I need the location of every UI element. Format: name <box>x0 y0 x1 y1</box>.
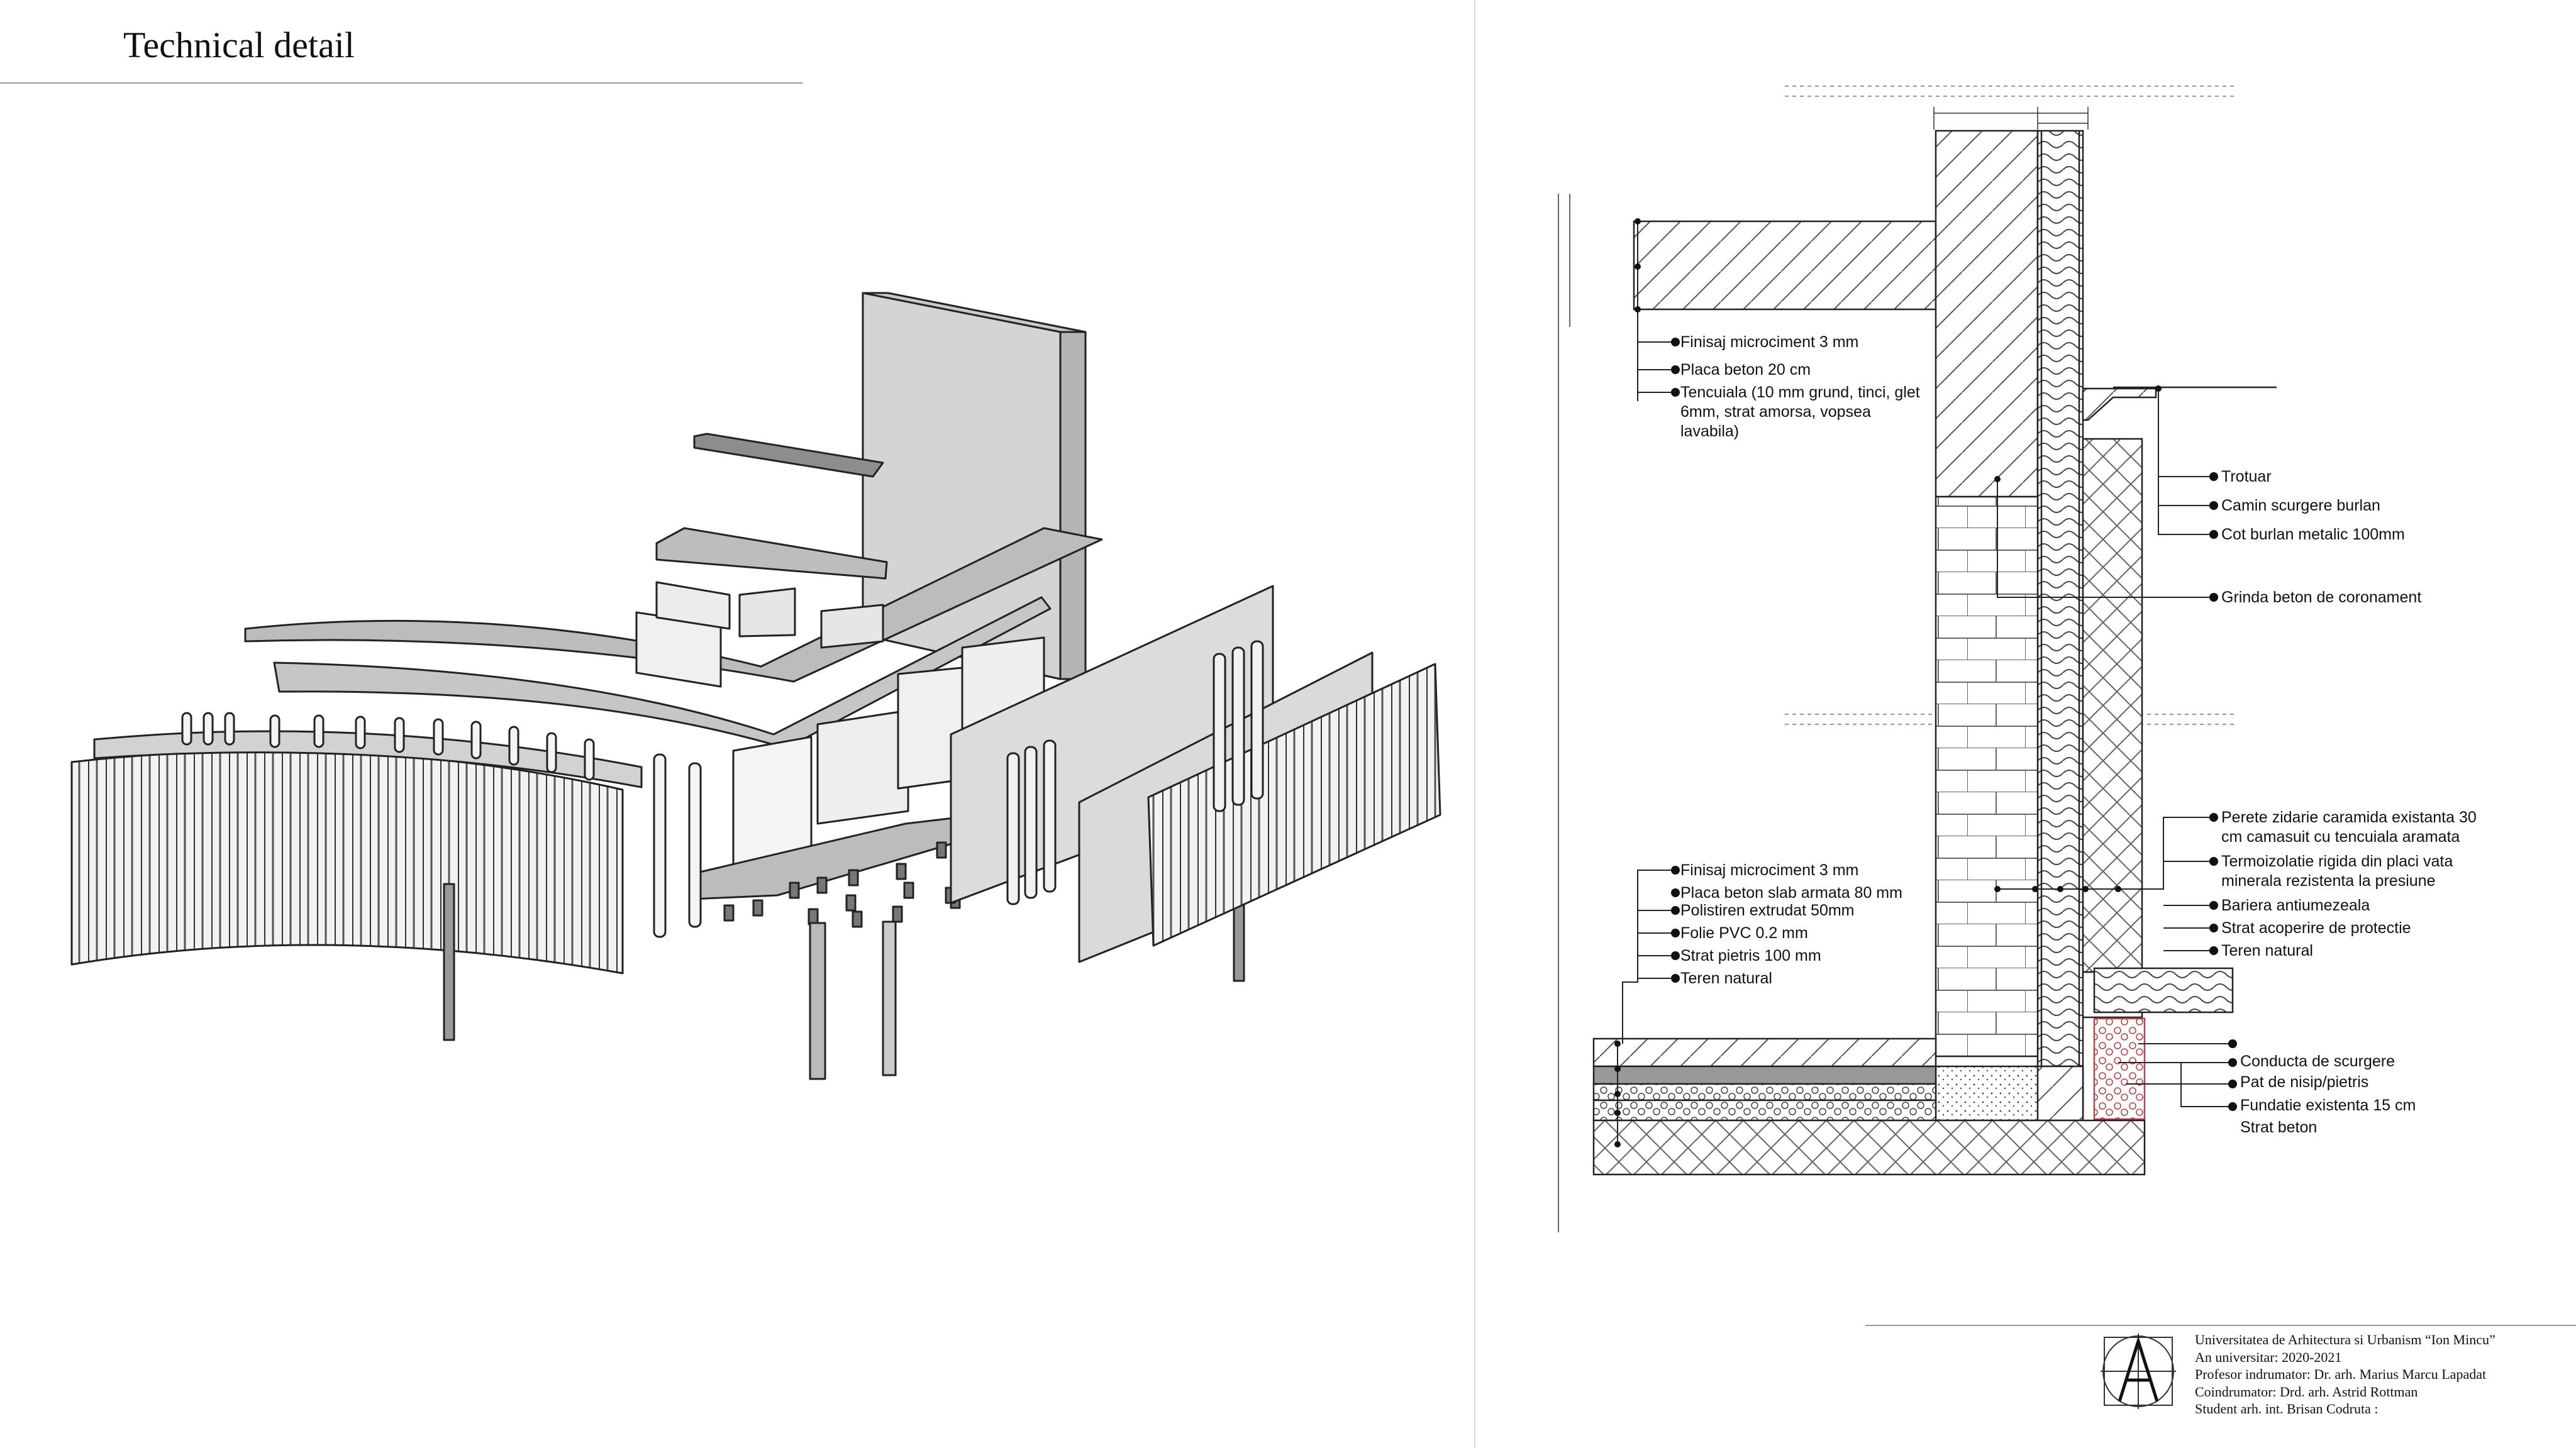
credits-professor: Profesor indrumator: Dr. arh. Marius Mar… <box>2195 1366 2487 1382</box>
label-natural-ground-right: Teren natural <box>2221 942 2313 959</box>
label-concrete-layer: Strat beton <box>2240 1119 2318 1136</box>
page-divider <box>1474 0 1475 1448</box>
label-protective-layer: Strat acoperire de protectie <box>2221 919 2411 937</box>
label-foundation: Fundatie existenta 15 cm <box>2240 1097 2416 1114</box>
insulation-strip <box>2036 130 2084 1113</box>
label-plaster: Tencuiala (10 mm grund, tinci, glet 6mm,… <box>1680 384 1920 440</box>
label-concrete-slab: Placa beton 20 cm <box>1680 361 1811 379</box>
label-pvc-foil: Folie PVC 0.2 mm <box>1680 924 1808 942</box>
credits-year: An universitar: 2020-2021 <box>2195 1349 2342 1365</box>
partition-c <box>738 587 796 638</box>
credits-student: Student arh. int. Brisan Codruta : <box>2195 1401 2379 1417</box>
title-rule <box>0 82 802 84</box>
drain-pipe-box <box>2093 967 2234 1014</box>
label-sand-bed: Pat de nisip/pietris <box>2240 1073 2369 1091</box>
label-downpipe-elbow: Cot burlan metalic 100mm <box>2221 526 2405 543</box>
label-natural-ground-left: Teren natural <box>1680 970 1772 987</box>
sidewalk <box>2082 387 2157 421</box>
page-title: Technical detail <box>123 25 355 65</box>
soil-right <box>2082 438 2143 973</box>
steel-post-c <box>882 920 897 1076</box>
credits-coordinator: Coindrumator: Drd. arh. Astrid Rottman <box>2195 1383 2418 1400</box>
label-finish-upper: Finisaj microciment 3 mm <box>1680 333 1859 351</box>
upper-slab <box>1633 220 1937 311</box>
label-finish-floor: Finisaj microciment 3 mm <box>1680 861 1859 879</box>
partition-b <box>655 581 731 630</box>
wall-upper <box>1935 130 2039 498</box>
label-floor-slab: Placa beton slab armata 80 mm <box>1680 884 1902 902</box>
label-drain-chamber: Camin scurgere burlan <box>2221 497 2380 514</box>
partition-f <box>816 709 909 825</box>
partition-d <box>820 604 884 649</box>
axonometric-exploded-view <box>70 292 1441 1080</box>
right-slat-fence <box>1147 663 1441 947</box>
credits-university: Universitatea de Arhitectura si Urbanism… <box>2195 1332 2496 1347</box>
label-sidewalk: Trotuar <box>2221 468 2272 485</box>
curved-slab-lower <box>273 596 1052 749</box>
label-thermal-insulation: Termoizolatie rigida din placi vata mine… <box>2221 853 2453 890</box>
top-shelf <box>693 433 884 478</box>
label-brick-wall: Perete zidarie caramida existanta 30 cm … <box>2221 809 2477 846</box>
brick-wall <box>1935 495 2039 1058</box>
floor-finish <box>1592 1037 1937 1068</box>
title-block-credits: Universitatea de Arhitectura si Urbanism… <box>2195 1331 2496 1418</box>
ground-left <box>1592 1119 2146 1176</box>
university-logo <box>2101 1334 2176 1409</box>
label-moisture-barrier: Bariera antiumezeala <box>2221 897 2370 914</box>
label-xps: Polistiren extrudat 50mm <box>1680 902 1855 919</box>
steel-post-a <box>443 883 455 1041</box>
label-drain-pipe: Conducta de scurgere <box>2240 1053 2395 1070</box>
label-ring-beam: Grinda beton de coronament <box>2221 589 2422 606</box>
label-gravel: Strat pietris 100 mm <box>1680 947 1821 964</box>
title-block-rule <box>1865 1325 2576 1326</box>
steel-post-b <box>809 922 826 1080</box>
upper-shelf <box>655 527 888 580</box>
